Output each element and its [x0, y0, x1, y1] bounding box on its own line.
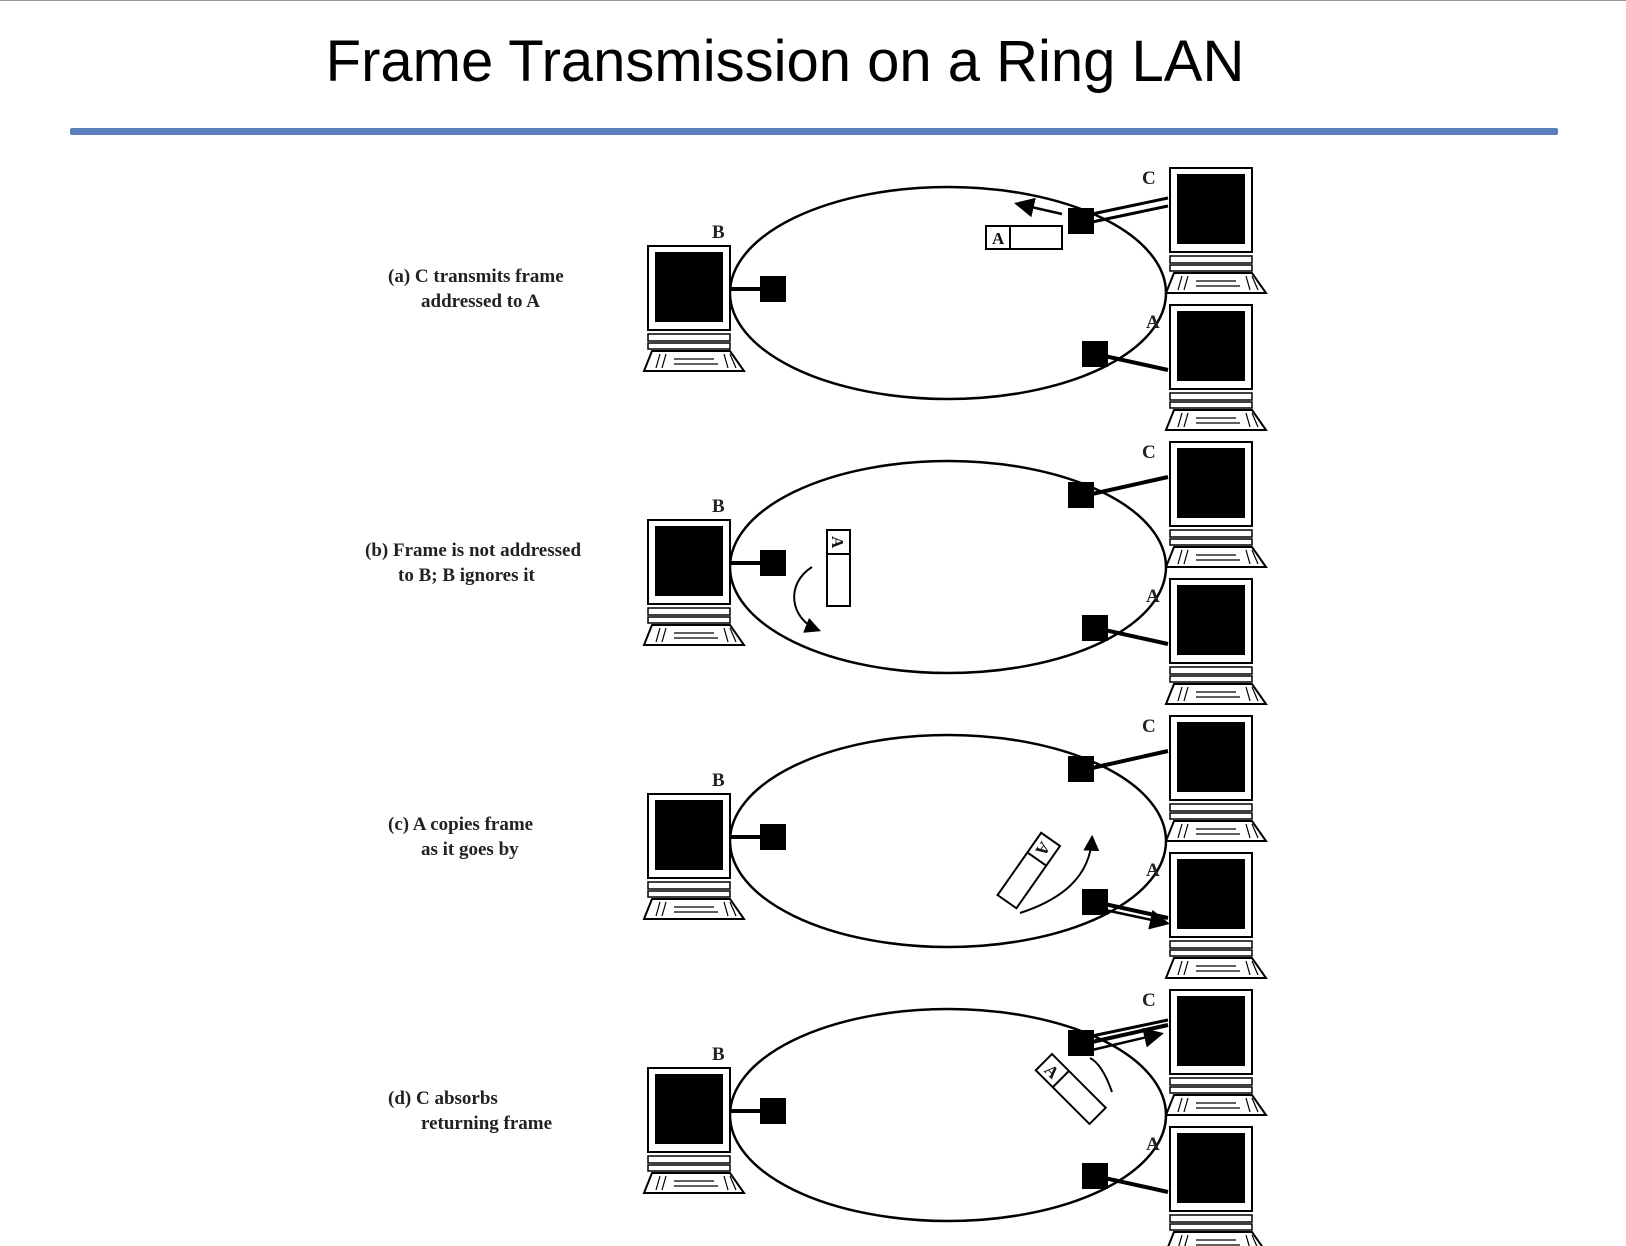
- label-b: B: [712, 1044, 725, 1065]
- computer-c: [1165, 441, 1267, 568]
- repeater-b: [760, 1098, 786, 1124]
- panel-caption-line1: (d) C absorbs: [388, 1088, 498, 1109]
- panel-d: (d) C absorbs returning frame B C A A: [388, 989, 1267, 1246]
- frame-packet: A: [996, 831, 1062, 910]
- link-c-tx: [1091, 1018, 1169, 1038]
- panel-caption-line1: (a) C transmits frame: [388, 266, 564, 287]
- copy-arrow: [1104, 908, 1170, 930]
- repeater-b: [760, 276, 786, 302]
- link-c-tx: [1091, 196, 1169, 216]
- frame-address-label: A: [992, 229, 1005, 248]
- direction-arrow: [1089, 1057, 1113, 1093]
- frame-divider: [1052, 1070, 1070, 1088]
- computer-a: [1165, 578, 1267, 705]
- link-c: [1091, 1023, 1169, 1044]
- repeater-c: [1068, 1030, 1094, 1056]
- frame-address-label: A: [828, 536, 847, 549]
- label-c: C: [1142, 442, 1156, 463]
- link-a: [1099, 1175, 1169, 1194]
- frame-body: [985, 225, 1063, 250]
- slide-title: Frame Transmission on a Ring LAN: [325, 29, 1245, 94]
- frame-divider: [1026, 851, 1047, 867]
- link-c: [1091, 475, 1169, 496]
- panel-c: (c) A copies frame as it goes by B C A A: [388, 715, 1267, 979]
- computer-c: [1165, 989, 1267, 1116]
- panel-caption-line2: to B; B ignores it: [398, 565, 536, 586]
- label-a: A: [1146, 1134, 1160, 1155]
- top-border: [0, 0, 1626, 1]
- frame-packet: A: [1034, 1052, 1108, 1126]
- computer-a: [1165, 304, 1267, 431]
- computer-a: [1165, 1126, 1267, 1246]
- label-a: A: [1146, 860, 1160, 881]
- panel-a: (a) C transmits frame addressed to A B C A A: [388, 167, 1267, 431]
- frame-packet: A: [985, 225, 1063, 250]
- panel-caption-line2: returning frame: [421, 1113, 552, 1134]
- direction-arrow: [793, 566, 821, 633]
- repeater-c: [1068, 208, 1094, 234]
- link-a: [1099, 353, 1169, 372]
- panel-caption-line1: (c) A copies frame: [388, 814, 533, 835]
- panel-caption-line2: as it goes by: [421, 839, 519, 860]
- repeater-c: [1068, 482, 1094, 508]
- absorb-arrow: [1091, 1027, 1164, 1052]
- label-b: B: [712, 496, 725, 517]
- computer-b: [643, 1067, 745, 1194]
- frame-body: [1034, 1052, 1108, 1126]
- label-c: C: [1142, 716, 1156, 737]
- direction-arrow: [1019, 834, 1100, 914]
- computer-b: [643, 245, 745, 372]
- frame-body: [826, 529, 851, 607]
- link-a: [1099, 627, 1169, 646]
- label-a: A: [1146, 312, 1160, 333]
- panel-b: (b) Frame is not addressed to B; B ignore…: [365, 441, 1267, 705]
- repeater-c: [1068, 756, 1094, 782]
- label-b: B: [712, 222, 725, 243]
- computer-b: [643, 793, 745, 920]
- label-c: C: [1142, 168, 1156, 189]
- computer-a: [1165, 852, 1267, 979]
- repeater-b: [760, 550, 786, 576]
- direction-arrow: [1014, 197, 1063, 218]
- link-c: [1091, 749, 1169, 770]
- repeater-b: [760, 824, 786, 850]
- computer-b: [643, 519, 745, 646]
- title-rule: [70, 128, 1558, 135]
- label-c: C: [1142, 990, 1156, 1011]
- panel-caption-line2: addressed to A: [421, 291, 540, 312]
- frame-body: [996, 831, 1062, 910]
- computer-c: [1165, 167, 1267, 294]
- label-b: B: [712, 770, 725, 791]
- label-a: A: [1146, 586, 1160, 607]
- link-c-rx: [1091, 204, 1169, 224]
- computer-c: [1165, 715, 1267, 842]
- panel-caption-line1: (b) Frame is not addressed: [365, 540, 581, 561]
- frame-packet: A: [826, 529, 851, 607]
